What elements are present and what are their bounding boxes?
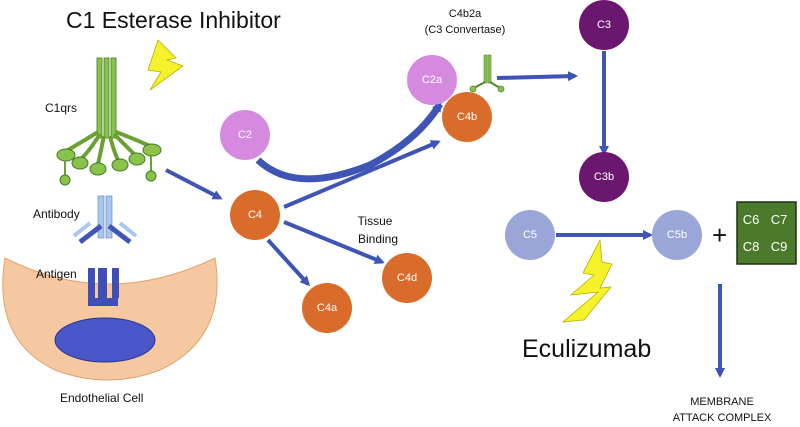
node-c5-label: C5 <box>523 229 537 241</box>
c4b2a-label-line1: C4b2a <box>449 8 482 20</box>
mac-components-box: C6 C7 C8 C9 <box>736 201 797 265</box>
node-c4d: C4d <box>382 253 432 303</box>
mac-c6: C6 <box>743 212 760 227</box>
antigen-receptor <box>88 268 119 306</box>
lightning-bolt-icon-eculizumab <box>561 238 613 323</box>
tissue-binding-label-line2: Binding <box>358 232 398 246</box>
c1qrs-label: C1qrs <box>45 101 77 115</box>
antigen-label: Antigen <box>36 267 77 281</box>
c1-esterase-inhibitor-title: C1 Esterase Inhibitor <box>66 7 281 33</box>
node-c4a-label: C4a <box>317 302 338 314</box>
arrow-convertase-to-c3 <box>496 71 578 82</box>
node-c2-label: C2 <box>238 129 252 141</box>
node-c2a-label: C2a <box>422 74 443 86</box>
antibody-label: Antibody <box>33 207 80 221</box>
endothelial-cell <box>2 257 218 381</box>
node-c4b-label: C4b <box>457 111 477 123</box>
node-c2a: C2a <box>407 55 457 105</box>
node-c3b-label: C3b <box>594 171 614 183</box>
node-c4: C4 <box>230 190 280 240</box>
mac-label-line1: MEMBRANE <box>690 396 754 408</box>
node-c4-label: C4 <box>248 209 262 221</box>
antibody <box>72 195 138 244</box>
lightning-bolt-icon <box>147 39 184 91</box>
arrow-c4-to-c4d <box>283 220 385 264</box>
arrow-c2-to-c2a <box>255 101 443 183</box>
mac-c9: C9 <box>771 239 788 254</box>
node-c5b-label: C5b <box>667 229 687 241</box>
node-c4b: C4b <box>442 92 492 142</box>
node-c2: C2 <box>220 110 270 160</box>
arrow-c1-to-c4 <box>165 168 223 200</box>
node-c5b: C5b <box>652 210 702 260</box>
node-c3-label: C3 <box>597 19 611 31</box>
c4b2a-label-line2: (C3 Convertase) <box>425 24 506 36</box>
mac-label-line2: ATTACK COMPLEX <box>673 412 772 424</box>
mac-c8: C8 <box>743 239 760 254</box>
node-c4a: C4a <box>302 283 352 333</box>
arrow-c4-to-c4b <box>283 140 441 209</box>
node-c5: C5 <box>505 210 555 260</box>
endothelial-cell-label: Endothelial Cell <box>60 391 143 405</box>
arrow-c4-to-c4a <box>266 238 311 287</box>
eculizumab-title: Eculizumab <box>522 335 651 363</box>
c1qrs-complex <box>56 57 162 186</box>
convertase-connector <box>469 54 505 93</box>
node-c3b: C3b <box>579 152 629 202</box>
cell-nucleus <box>54 317 156 363</box>
mac-c7: C7 <box>771 212 788 227</box>
plus-sign: + <box>712 220 727 250</box>
node-c4d-label: C4d <box>397 272 417 284</box>
node-c3: C3 <box>579 0 629 50</box>
tissue-binding-label-line1: Tissue <box>358 214 393 228</box>
